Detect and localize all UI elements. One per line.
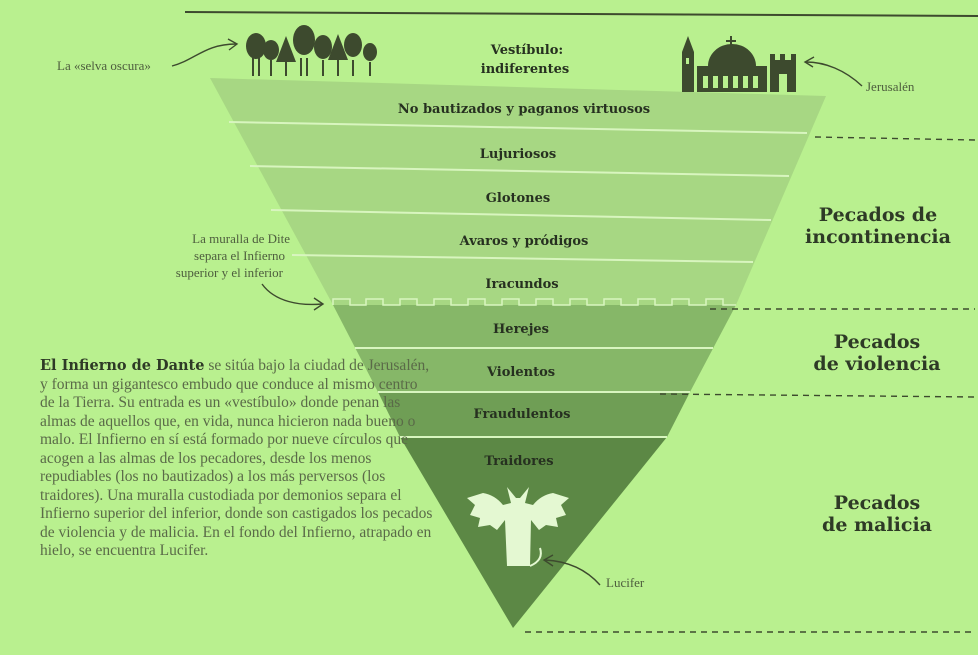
description-body: se sitúa bajo la ciudad de Jerusalén, y … <box>40 357 433 559</box>
annot-selva: La «selva oscura» <box>57 58 151 73</box>
top-border <box>184 11 978 17</box>
ring-label-4: Avaros y pródigos <box>459 234 589 249</box>
annot-muralla-3: superior y el inferior <box>176 265 284 280</box>
band-traitors <box>400 437 667 628</box>
annot-lucifer: Lucifer <box>606 575 645 590</box>
group-dividers <box>525 136 976 633</box>
jerusalem-icon <box>682 36 796 92</box>
group-incontinencia-line1: Pecados de <box>818 204 938 226</box>
group-incontinencia: Pecados de incontinencia <box>790 204 966 248</box>
ring-label-6: Herejes <box>493 322 549 337</box>
group-violencia-line1: Pecados <box>833 331 921 353</box>
wall-of-dis <box>332 298 736 306</box>
ring-label-3: Glotones <box>486 191 550 206</box>
ring-separators <box>228 121 808 438</box>
annot-jerusalen: Jerusalén <box>866 79 915 94</box>
ring-labels: No bautizados y paganos virtuosos Lujuri… <box>398 102 650 469</box>
funnel <box>210 78 826 628</box>
group-malicia-line1: Pecados <box>833 492 921 514</box>
annot-muralla-1: La muralla de Dite <box>192 231 290 246</box>
forest-icon <box>246 25 377 76</box>
group-malicia: Pecados de malicia <box>792 492 962 536</box>
ring-label-1: No bautizados y paganos virtuosos <box>398 102 650 117</box>
band-upper <box>210 78 826 305</box>
group-violencia: Pecados de violencia <box>792 331 962 375</box>
annotation-arrows <box>171 38 863 586</box>
lucifer-icon <box>467 487 569 567</box>
ring-label-8: Fraudulentos <box>474 407 571 422</box>
group-incontinencia-line2: incontinencia <box>805 226 951 248</box>
ring-label-2: Lujuriosos <box>480 147 557 162</box>
vestibule-label-line1: Vestíbulo: <box>490 43 563 58</box>
band-fraud <box>378 392 690 437</box>
group-violencia-line2: de violencia <box>813 353 941 375</box>
description-lead: El Infierno de Dante <box>40 357 205 374</box>
vestibule-label-line2: indiferentes <box>481 62 569 77</box>
ring-label-9: Traidores <box>484 454 553 469</box>
group-malicia-line2: de malicia <box>822 514 932 536</box>
annot-muralla-2: separa el Infierno <box>194 248 285 263</box>
description-text: El Infierno de Dante se sitúa bajo la ci… <box>40 357 435 561</box>
ring-label-5: Iracundos <box>485 277 558 292</box>
ring-label-7: Violentos <box>486 365 555 380</box>
